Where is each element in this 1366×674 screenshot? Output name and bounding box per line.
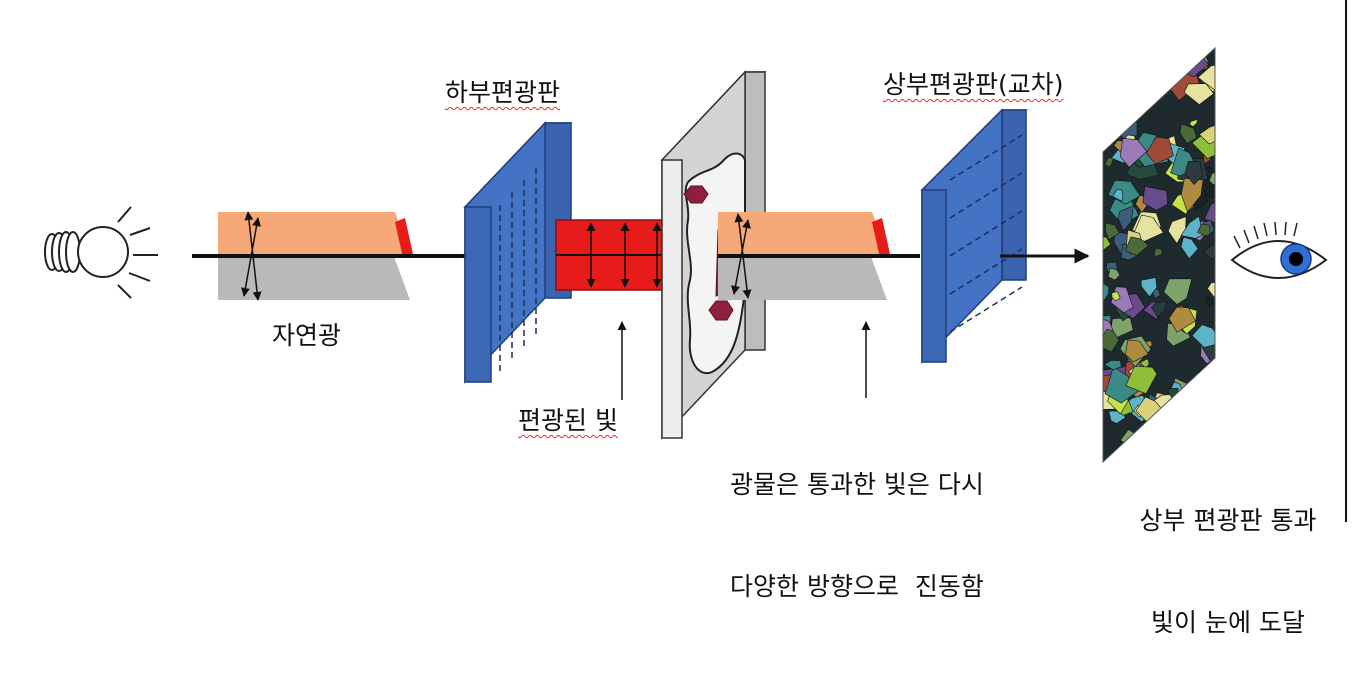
mineral-grain bbox=[1153, 247, 1164, 257]
mineral-grain bbox=[1103, 236, 1112, 252]
mineral-grain bbox=[1145, 136, 1174, 165]
mineral-grain bbox=[1177, 48, 1191, 60]
mineral-grain bbox=[1137, 83, 1156, 100]
mineral-note-line1: 광물은 통과한 빛은 다시 bbox=[730, 470, 984, 499]
mineral-grain bbox=[1119, 138, 1148, 168]
mineral-grain bbox=[1167, 216, 1187, 245]
mineral-grain bbox=[1136, 48, 1172, 74]
mineral-grain bbox=[1179, 123, 1198, 144]
mineral-grain bbox=[1103, 359, 1122, 371]
lower-polarizer-label: 하부편광판 bbox=[445, 78, 561, 107]
mineral-grain bbox=[1117, 205, 1134, 232]
mineral-grain bbox=[1180, 177, 1204, 213]
mineral-grain bbox=[1158, 48, 1189, 76]
upper-polarizer bbox=[920, 108, 1028, 364]
mineral-grain bbox=[1125, 365, 1158, 394]
mineral-grain bbox=[1142, 185, 1168, 211]
mineral-grain bbox=[1136, 55, 1154, 73]
mineral-grain bbox=[1144, 48, 1169, 78]
mineral-grain bbox=[1168, 306, 1196, 333]
mineral-grain bbox=[1111, 291, 1121, 302]
mineral-grain bbox=[1160, 76, 1170, 87]
mineral-grain bbox=[1107, 267, 1121, 281]
mineral-grain bbox=[1203, 200, 1215, 223]
mineral-grain bbox=[1120, 67, 1144, 96]
mineral-grain bbox=[1112, 188, 1124, 202]
mineral-grain bbox=[1103, 90, 1130, 130]
mineral-grain bbox=[1203, 185, 1215, 199]
mineral-grain bbox=[1170, 397, 1189, 415]
mineral-grain bbox=[1191, 324, 1215, 348]
polarized-light-beam bbox=[555, 219, 665, 291]
mineral-note-line2: 다양한 방향으로 진동함 bbox=[730, 572, 984, 601]
mineral-grain bbox=[1197, 223, 1211, 236]
mineral-grain bbox=[1173, 48, 1193, 69]
mineral-grain bbox=[1208, 172, 1215, 186]
mineral-grain bbox=[1202, 244, 1215, 260]
mineral-grain bbox=[1204, 295, 1214, 307]
mineral-grain bbox=[1202, 370, 1211, 379]
lower-polarizer bbox=[463, 121, 573, 384]
mineral-grain bbox=[1207, 282, 1215, 300]
mineral-grain bbox=[1125, 236, 1150, 257]
mineral-grain bbox=[1154, 48, 1170, 54]
mineral-grain bbox=[1103, 69, 1107, 80]
mineral-grain bbox=[1103, 277, 1110, 304]
mineral-grain bbox=[1182, 382, 1206, 404]
mineral-grain bbox=[1168, 48, 1185, 57]
mineral-grain bbox=[1103, 48, 1107, 59]
arrival-note: 상부 편광판 통과 빛이 눈에 도달 bbox=[1108, 436, 1348, 674]
mineral-grain bbox=[1198, 125, 1215, 145]
eye-icon bbox=[1230, 221, 1328, 279]
mineral-grain bbox=[1180, 403, 1201, 419]
thin-section-slide bbox=[660, 70, 767, 440]
upper-polarizer-label: 상부편광판(교차) bbox=[883, 70, 1064, 99]
mineral-grain bbox=[1183, 83, 1215, 105]
mineral-grain bbox=[1178, 395, 1190, 409]
mineral-grain bbox=[1125, 339, 1149, 363]
mineral-grain bbox=[1125, 67, 1138, 81]
mineral-grain bbox=[1108, 48, 1137, 74]
mineral-output-beam bbox=[718, 212, 920, 300]
mineral-grain bbox=[1210, 404, 1215, 419]
natural-light-beam bbox=[218, 211, 413, 301]
light-bulb-icon bbox=[44, 206, 158, 299]
mineral-grain bbox=[1200, 366, 1215, 391]
mineral-grain bbox=[1103, 94, 1116, 110]
mineral-grain bbox=[1180, 215, 1203, 239]
arrival-note-line1: 상부 편광판 통과 bbox=[1139, 506, 1317, 535]
mineral-grain bbox=[1151, 301, 1168, 318]
natural-light-label: 자연광 bbox=[272, 321, 342, 350]
mineral-grain bbox=[1129, 50, 1161, 75]
mineral-grain bbox=[1116, 85, 1145, 110]
mineral-grain bbox=[1163, 278, 1193, 305]
polarizing-microscope-diagram bbox=[44, 0, 1347, 522]
interference-image-frame bbox=[1102, 46, 1216, 464]
mineral-grain bbox=[1191, 133, 1215, 159]
mineral-grain bbox=[1184, 160, 1203, 186]
mineral-grain bbox=[1105, 222, 1120, 241]
mineral-grain bbox=[1103, 258, 1105, 270]
polarized-light-text: 편광된 빛 bbox=[518, 406, 618, 435]
mineral-grain bbox=[1113, 81, 1128, 97]
mineral-grain bbox=[1103, 96, 1110, 108]
mineral-grain bbox=[1207, 388, 1215, 403]
polarized-light-label: 편광된 빛 bbox=[518, 408, 618, 433]
mineral-note: 광물은 통과한 빛은 다시 다양한 방향으로 진동함 bbox=[730, 400, 984, 638]
arrival-note-line2: 빛이 눈에 도달 bbox=[1151, 608, 1305, 637]
mineral-grain bbox=[1180, 236, 1199, 260]
mineral-grain bbox=[1189, 118, 1199, 128]
mineral-grain bbox=[1177, 52, 1194, 73]
mineral-grain bbox=[1144, 83, 1159, 97]
interference-image bbox=[1103, 48, 1215, 462]
mineral-grain bbox=[1166, 48, 1190, 58]
mineral-grain bbox=[1161, 405, 1195, 433]
mineral-grain bbox=[1140, 277, 1158, 298]
